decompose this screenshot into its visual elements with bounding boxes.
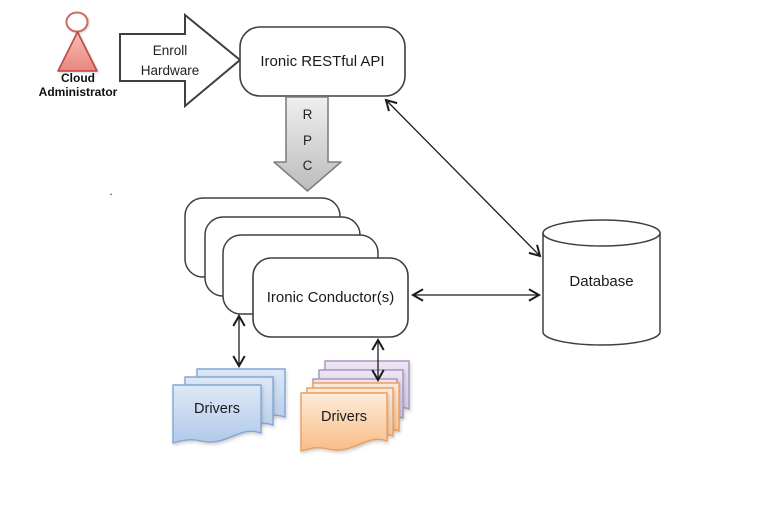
ironic-restful-api-label: Ironic RESTful API [260, 53, 385, 70]
rpc-letter-r: R [302, 107, 313, 122]
enroll-hardware-label: Enroll Hardware [120, 41, 220, 81]
arrow-api-database [384, 98, 542, 258]
stray-dot: . [109, 183, 113, 198]
cloud-admin-label-line2: Administrator [38, 85, 118, 99]
drivers-blue-doc-front [172, 384, 262, 444]
drivers-orange-doc-front [300, 392, 388, 452]
connector-arrows [232, 98, 542, 383]
drivers-blue-label: Drivers [194, 401, 240, 417]
ironic-conductor-node [252, 257, 409, 338]
rpc-label: R P C [297, 102, 318, 179]
cloud-admin-icon [57, 11, 98, 72]
enroll-label-line2: Hardware [140, 63, 200, 78]
enroll-hardware-block-arrow [119, 12, 242, 109]
database-cylinder [542, 219, 661, 346]
rpc-block-arrow [273, 96, 342, 192]
cloud-admin-label-line1: Cloud [61, 71, 95, 85]
conductor-stack [184, 197, 409, 338]
ironic-restful-api-node [239, 26, 406, 97]
cloud-admin-label: Cloud Administrator [18, 71, 138, 99]
rpc-letter-p: P [302, 132, 312, 148]
drivers-orange-stack [300, 382, 400, 452]
drivers-blue-stack [172, 368, 286, 444]
database-label: Database [569, 273, 634, 290]
rpc-letter-c: C [302, 158, 313, 173]
enroll-label-line1: Enroll [152, 43, 188, 58]
drivers-orange-label: Drivers [321, 409, 367, 425]
ironic-conductor-label: Ironic Conductor(s) [266, 289, 395, 306]
